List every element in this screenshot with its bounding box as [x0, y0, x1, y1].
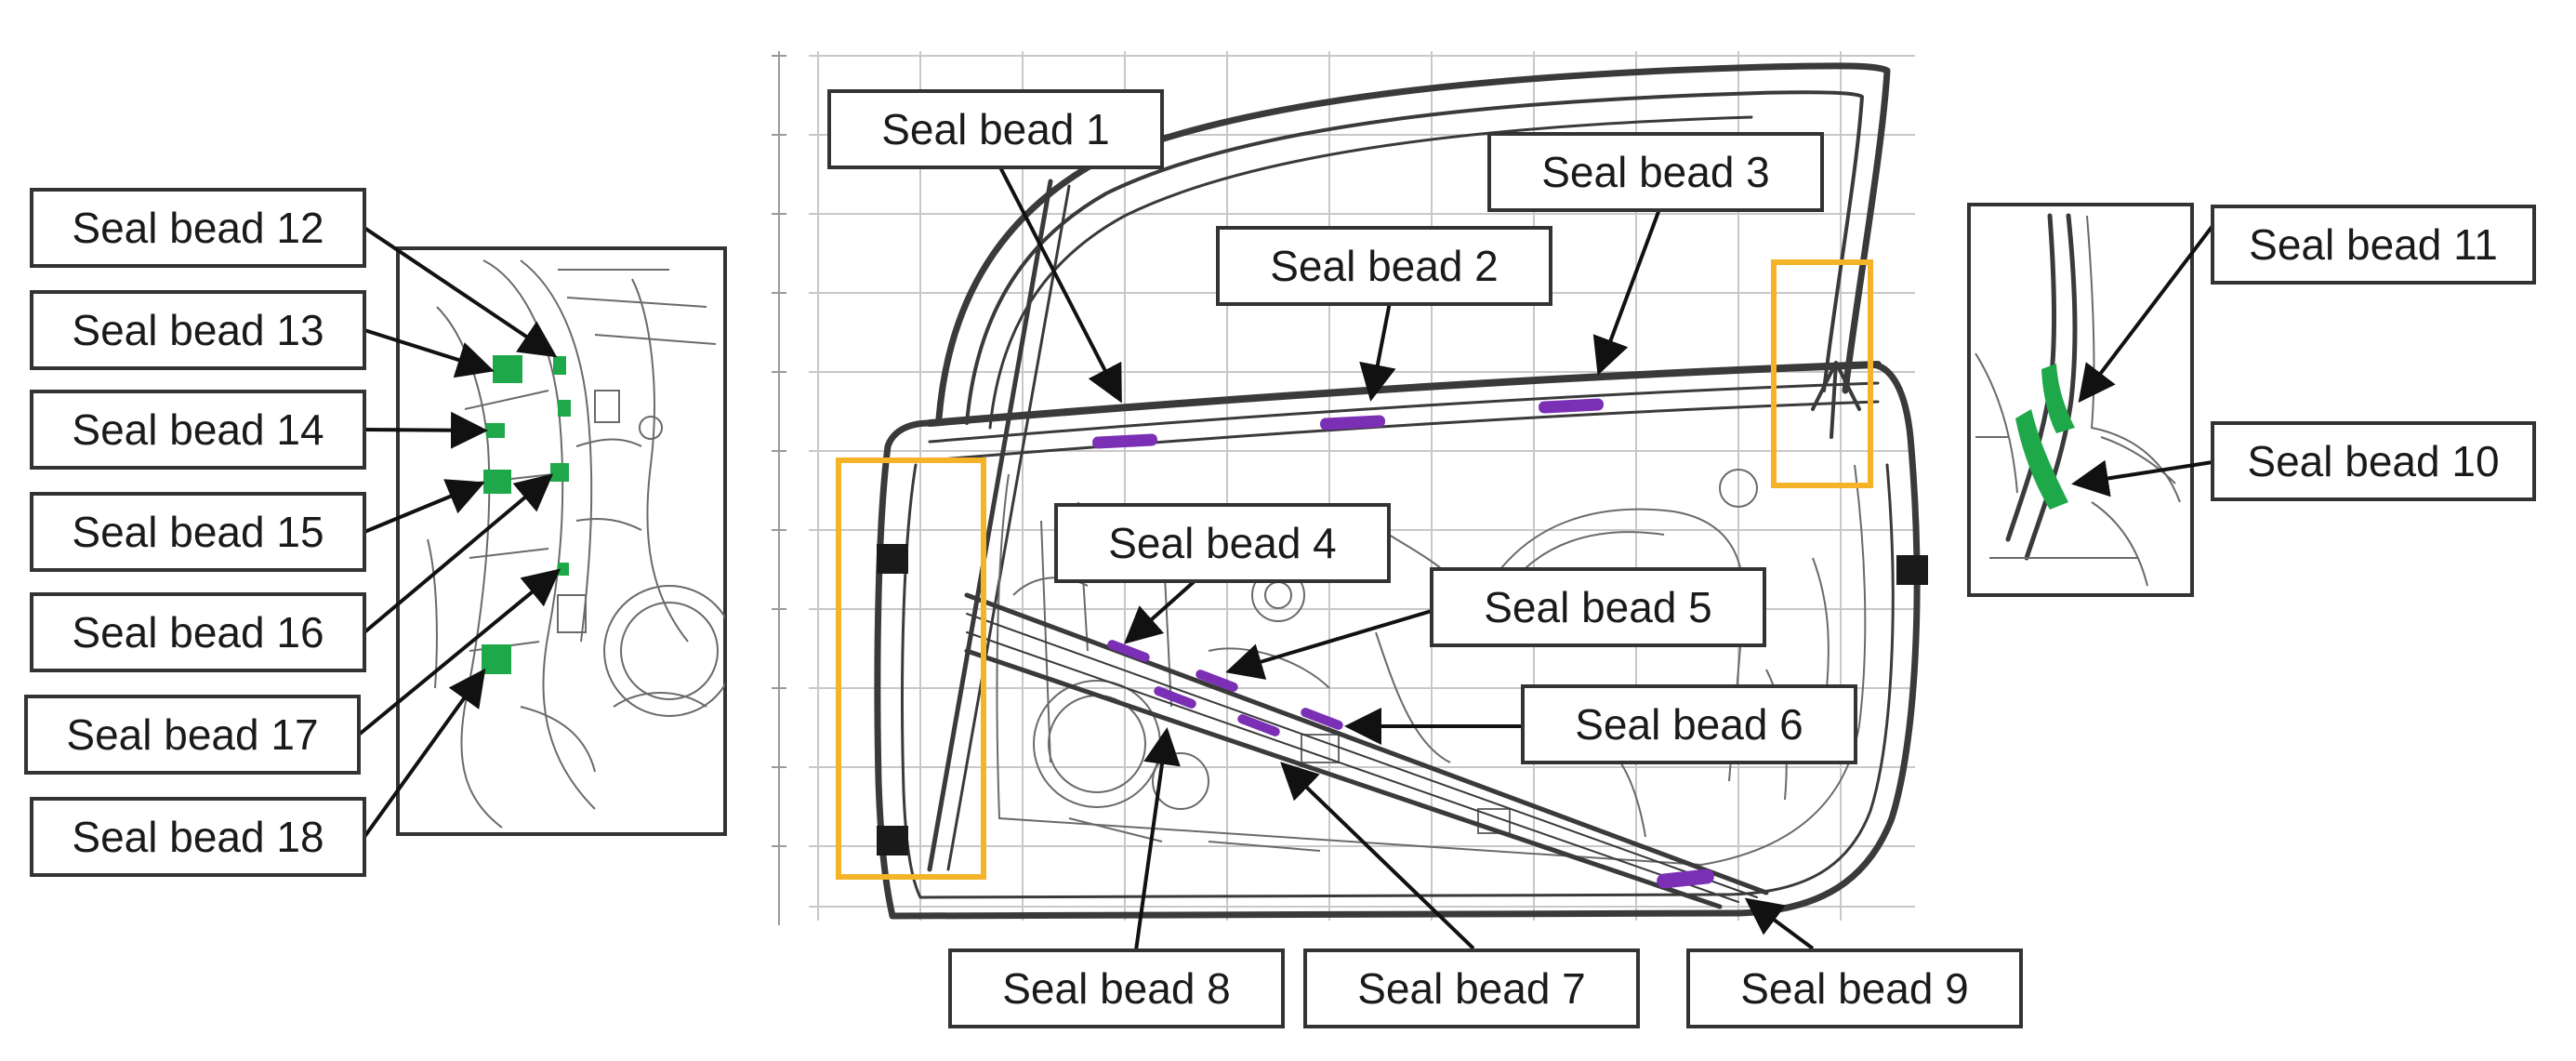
seal-bead-4-mark — [1107, 640, 1150, 662]
label-seal-bead-1: Seal bead 1 — [827, 89, 1164, 169]
highlight-box-hinge-side — [836, 458, 986, 880]
svg-text:Seal bead 18: Seal bead 18 — [72, 813, 324, 861]
label-seal-bead-5: Seal bead 5 — [1430, 567, 1766, 647]
seal-bead-12-mark — [553, 356, 566, 375]
label-seal-bead-2: Seal bead 2 — [1216, 226, 1552, 306]
label-seal-bead-14: Seal bead 14 — [30, 390, 366, 470]
seal-bead-6-mark — [1301, 708, 1343, 730]
seal-bead-18-mark — [482, 644, 511, 674]
seal-bead-11-mark — [2041, 364, 2075, 433]
label-seal-bead-18: Seal bead 18 — [30, 797, 366, 877]
door-panel-main — [772, 51, 1928, 925]
green-seal-beads-hinge — [482, 355, 571, 674]
gasket-block — [877, 544, 908, 574]
beltline — [926, 361, 1882, 462]
svg-text:Seal bead 17: Seal bead 17 — [66, 710, 318, 759]
label-seal-bead-15: Seal bead 15 — [30, 492, 366, 572]
label-seal-bead-3: Seal bead 3 — [1487, 132, 1824, 212]
purple-seal-beads — [1092, 398, 1714, 889]
svg-text:Seal bead 10: Seal bead 10 — [2247, 437, 2499, 485]
svg-text:Seal bead 8: Seal bead 8 — [1002, 964, 1231, 1013]
seal-bead-5-mark — [1196, 670, 1238, 692]
svg-text:Seal bead 2: Seal bead 2 — [1270, 242, 1499, 290]
detail-inset-mirror — [1967, 203, 2194, 597]
seal-bead-16-mark — [550, 463, 569, 482]
label-seal-bead-8: Seal bead 8 — [948, 948, 1285, 1028]
svg-text:Seal bead 12: Seal bead 12 — [72, 204, 324, 252]
seal-bead-13-mark — [493, 355, 522, 383]
svg-text:Seal bead 1: Seal bead 1 — [881, 105, 1110, 153]
gasket-block — [877, 826, 908, 855]
seal-bead-7-mark — [1237, 714, 1280, 736]
seal-bead-3-mark — [1539, 398, 1605, 414]
seal-bead-9-mark — [1657, 869, 1714, 889]
svg-text:Seal bead 15: Seal bead 15 — [72, 508, 324, 556]
svg-text:Seal bead 5: Seal bead 5 — [1484, 583, 1712, 631]
seal-bead-8-mark — [1154, 686, 1196, 709]
svg-text:Seal bead 9: Seal bead 9 — [1740, 964, 1969, 1013]
label-seal-bead-10: Seal bead 10 — [2211, 421, 2536, 501]
leader-arrows — [357, 165, 2214, 951]
door-inner-outline — [901, 463, 1895, 899]
highlight-box-mirror-side — [1771, 259, 1873, 488]
label-seal-bead-13: Seal bead 13 — [30, 290, 366, 370]
label-seal-bead-9: Seal bead 9 — [1686, 948, 2023, 1028]
label-seal-bead-16: Seal bead 16 — [30, 592, 366, 672]
svg-text:Seal bead 6: Seal bead 6 — [1575, 700, 1803, 749]
window-frame — [927, 62, 1891, 872]
label-seal-bead-11: Seal bead 11 — [2211, 205, 2536, 285]
label-seal-bead-7: Seal bead 7 — [1303, 948, 1640, 1028]
label-seal-bead-12: Seal bead 12 — [30, 188, 366, 268]
svg-text:Seal bead 4: Seal bead 4 — [1108, 519, 1337, 567]
label-seal-bead-4: Seal bead 4 — [1054, 503, 1391, 583]
svg-text:Seal bead 16: Seal bead 16 — [72, 608, 324, 656]
svg-text:Seal bead 7: Seal bead 7 — [1357, 964, 1586, 1013]
seal-bead-10-mark — [2015, 409, 2068, 510]
label-seal-bead-17: Seal bead 17 — [24, 695, 361, 775]
svg-text:Seal bead 3: Seal bead 3 — [1541, 148, 1770, 196]
seal-bead-14-mark — [486, 423, 505, 438]
seal-bead-15-mark — [483, 470, 511, 494]
svg-text:Seal bead 11: Seal bead 11 — [2249, 220, 2498, 269]
detail-inset-hinge — [396, 246, 727, 836]
label-boxes: Seal bead 1 Seal bead 2 Seal bead 3 Seal… — [24, 89, 2536, 1028]
seal-bead-2-mark — [1320, 415, 1386, 431]
gasket-block — [1896, 555, 1928, 585]
drawing-grid — [772, 51, 1915, 925]
seal-bead-17-mark — [558, 563, 569, 576]
seal-bead-1-mark — [1092, 433, 1158, 449]
svg-text:Seal bead 13: Seal bead 13 — [72, 306, 324, 354]
svg-text:Seal bead 14: Seal bead 14 — [72, 405, 324, 454]
label-seal-bead-6: Seal bead 6 — [1521, 684, 1857, 764]
